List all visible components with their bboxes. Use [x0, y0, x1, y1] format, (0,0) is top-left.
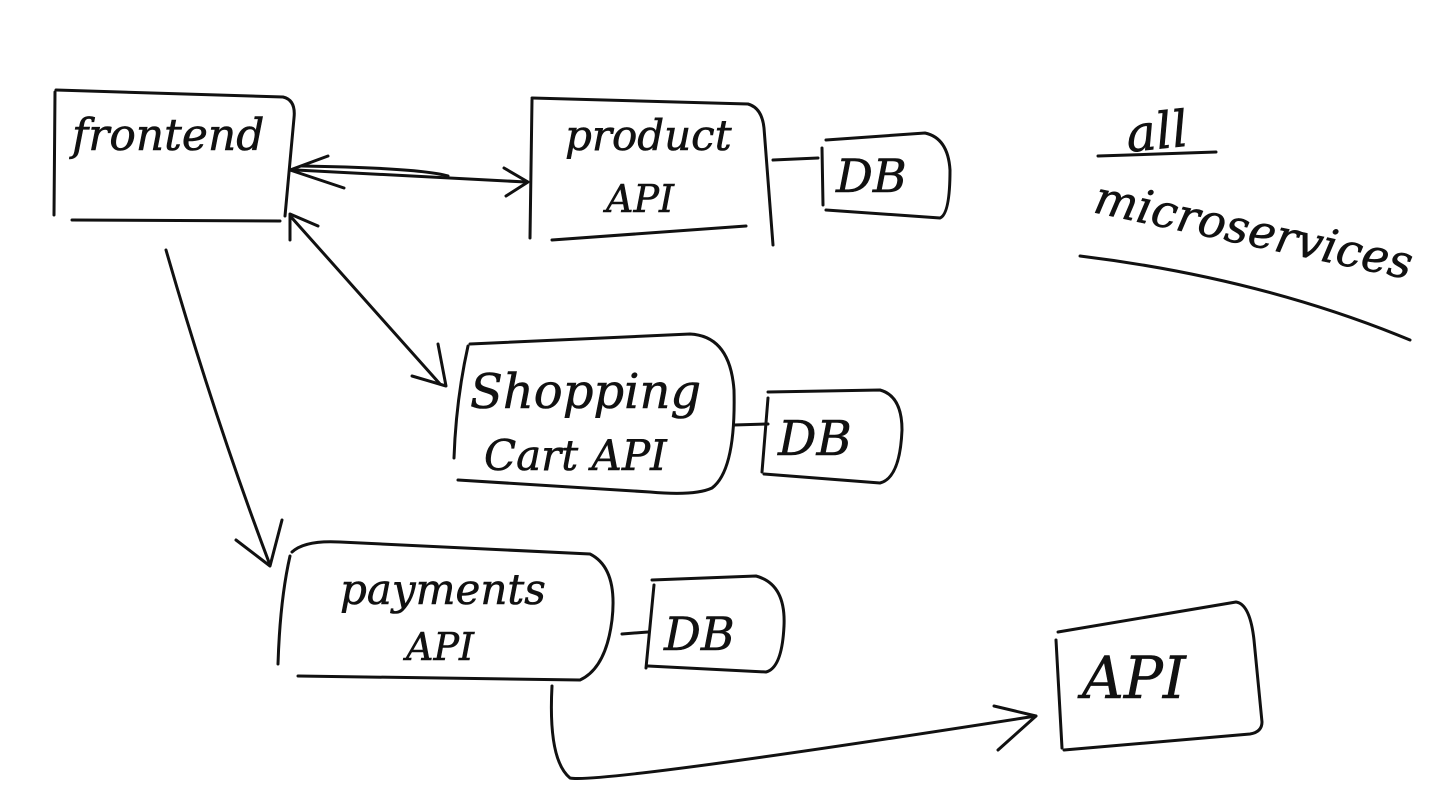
shopping-cart-api-node: Shopping Cart API — [452, 332, 736, 495]
external-api-node: API — [1054, 600, 1264, 752]
payments-db-label: DB — [663, 607, 735, 661]
frontend-node: frontend — [52, 88, 296, 223]
product-db-label: DB — [835, 149, 907, 203]
payments-api-label-line2: API — [403, 625, 475, 669]
note-line1: all — [1123, 100, 1191, 164]
payments-api-label-line1: payments — [340, 565, 546, 614]
edge-frontend-product — [288, 154, 530, 198]
product-db-node: DB — [771, 131, 952, 220]
edge-frontend-cart — [288, 212, 448, 388]
product-api-label-line2: API — [603, 177, 675, 221]
shopping-cart-label-line2: Cart API — [484, 431, 668, 480]
frontend-label: frontend — [69, 110, 264, 161]
note-line2: microservices — [1090, 170, 1418, 290]
product-api-label-line1: product — [565, 111, 732, 160]
edge-frontend-payments — [164, 248, 284, 568]
shopping-cart-label-line1: Shopping — [470, 364, 701, 420]
edge-payments-external-api — [549, 684, 1038, 780]
microservices-note: all microservices — [1078, 99, 1418, 342]
product-api-node: product API — [528, 96, 775, 247]
payments-api-node: payments API — [276, 540, 615, 682]
payments-db-node: DB — [620, 574, 786, 674]
external-api-label: API — [1077, 644, 1187, 712]
shopping-cart-db-label: DB — [777, 411, 852, 467]
shopping-cart-db-node: DB — [732, 388, 904, 485]
